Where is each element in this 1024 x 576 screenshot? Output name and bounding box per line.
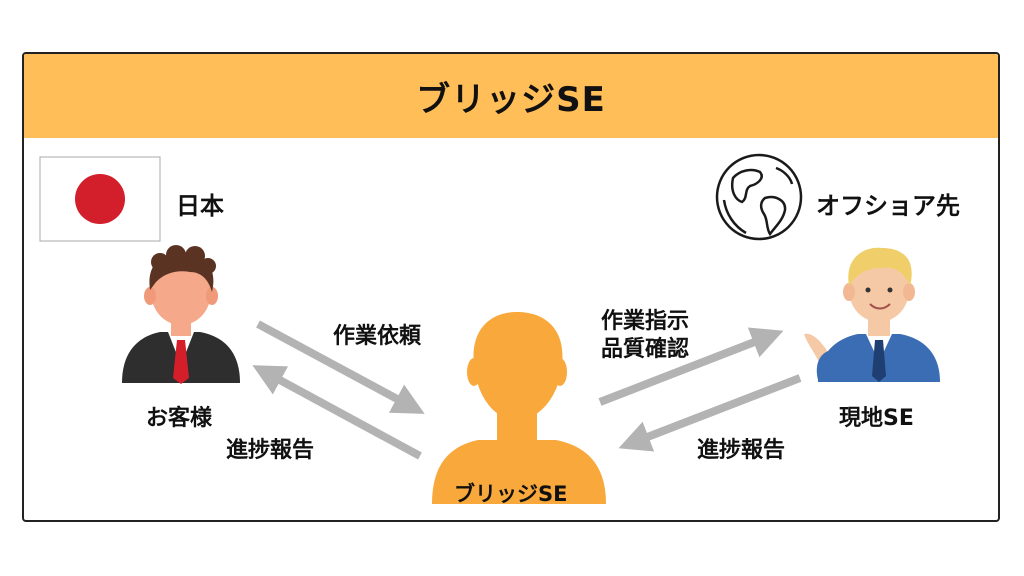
quality-check-label: 品質確認 bbox=[601, 337, 690, 362]
progress-report-left-label: 進捗報告 bbox=[226, 438, 315, 463]
instruction-label: 作業指示 bbox=[601, 309, 690, 334]
arrow-request-to-bridge bbox=[256, 320, 425, 414]
presenting-man-icon bbox=[804, 247, 940, 382]
customer-label: お客様 bbox=[146, 406, 213, 431]
person-silhouette-icon bbox=[432, 312, 606, 504]
globe-icon bbox=[715, 153, 803, 241]
local-se-label: 現地SE bbox=[839, 406, 914, 431]
businessman-icon bbox=[122, 245, 240, 384]
header-title: ブリッジSE bbox=[416, 79, 606, 120]
japan-flag-icon bbox=[39, 156, 161, 242]
request-label: 作業依頼 bbox=[333, 324, 422, 349]
arrow-progress-to-customer bbox=[252, 365, 422, 460]
japan-label: 日本 bbox=[176, 192, 224, 220]
offshore-label: オフショア先 bbox=[816, 192, 960, 220]
arrow-instruction-to-local bbox=[598, 327, 784, 406]
header-bar: ブリッジSE bbox=[24, 54, 998, 138]
bridge-se-label: ブリッジSE bbox=[454, 482, 568, 506]
progress-report-right-label: 進捗報告 bbox=[697, 438, 786, 463]
arrow-progress-to-bridge bbox=[618, 374, 802, 452]
